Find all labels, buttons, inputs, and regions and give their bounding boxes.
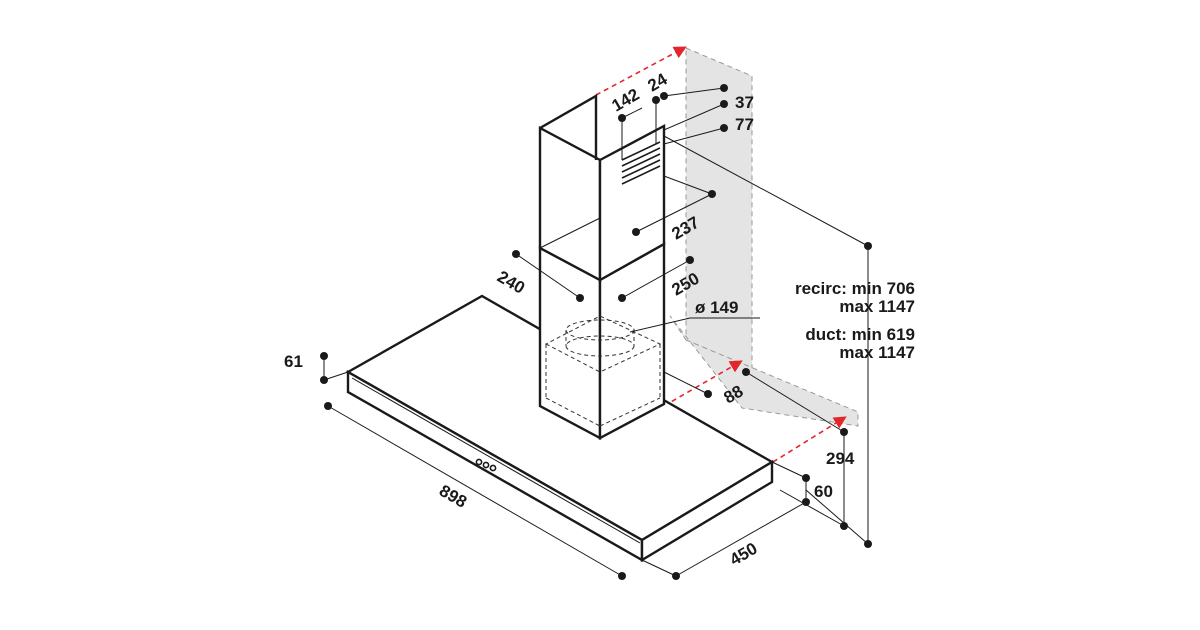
dimension-dot — [720, 84, 728, 92]
depth-arrows — [595, 46, 847, 463]
dimension-dot — [618, 114, 626, 122]
dimension-dot — [632, 228, 640, 236]
recirc-height-max: max 1147 — [839, 297, 915, 316]
wall-lower-panel — [669, 315, 859, 427]
dimension-dot — [708, 190, 716, 198]
dimension-240: 240 — [494, 267, 528, 298]
dimension-37: 37 — [735, 93, 754, 112]
dimension-dot — [652, 96, 660, 104]
dimension-dot — [720, 100, 728, 108]
control-buttons — [475, 458, 497, 472]
dimension-lines — [323, 87, 869, 577]
dimension-dot — [742, 368, 750, 376]
chimney — [538, 93, 666, 440]
dimension-61: 61 — [284, 352, 303, 371]
dimension-dot — [512, 250, 520, 258]
dimension-dot — [840, 522, 848, 530]
dimension-dot — [864, 540, 872, 548]
duct-height-max: max 1147 — [839, 343, 915, 362]
dimension-dot — [618, 294, 626, 302]
recirc-height-min: recirc: min 706 — [795, 279, 915, 298]
dimension-dot — [864, 242, 872, 250]
bottom-depth-arrow — [772, 416, 847, 463]
dimension-24: 24 — [645, 69, 671, 95]
chimney-upper-side — [598, 124, 666, 283]
dimension-450: 450 — [727, 539, 761, 570]
canopy-front-inner-edge — [351, 377, 641, 544]
dimension-dot — [660, 92, 668, 100]
top-depth-arrow — [595, 46, 687, 96]
dimension-dot — [324, 402, 332, 410]
duct-height-min: duct: min 619 — [805, 325, 915, 344]
dimension-dot — [802, 498, 810, 506]
dimension-dot — [840, 428, 848, 436]
dimension-294: 294 — [826, 449, 855, 468]
chimney-top-rim — [539, 93, 598, 160]
dimension-dot — [320, 352, 328, 360]
wall-panels — [669, 47, 859, 427]
middle-depth-arrow — [663, 360, 743, 407]
dimension-dot — [672, 572, 680, 580]
dimension-60: 60 — [814, 482, 833, 501]
dimension-dots — [320, 84, 872, 580]
dimension-dot — [720, 124, 728, 132]
dimension-dot — [686, 256, 694, 264]
duct-outlet-hidden — [544, 315, 662, 427]
dimension-dot — [802, 474, 810, 482]
dimension-dot — [576, 294, 584, 302]
chimney-vent-grille — [621, 141, 661, 185]
dimension-diameter-149: ø 149 — [695, 298, 738, 317]
dimension-dot — [320, 376, 328, 384]
canopy-side — [640, 459, 774, 563]
dimension-142: 142 — [609, 85, 643, 116]
dimension-dot — [704, 390, 712, 398]
dimension-dot — [618, 572, 626, 580]
dimension-77: 77 — [735, 115, 754, 134]
